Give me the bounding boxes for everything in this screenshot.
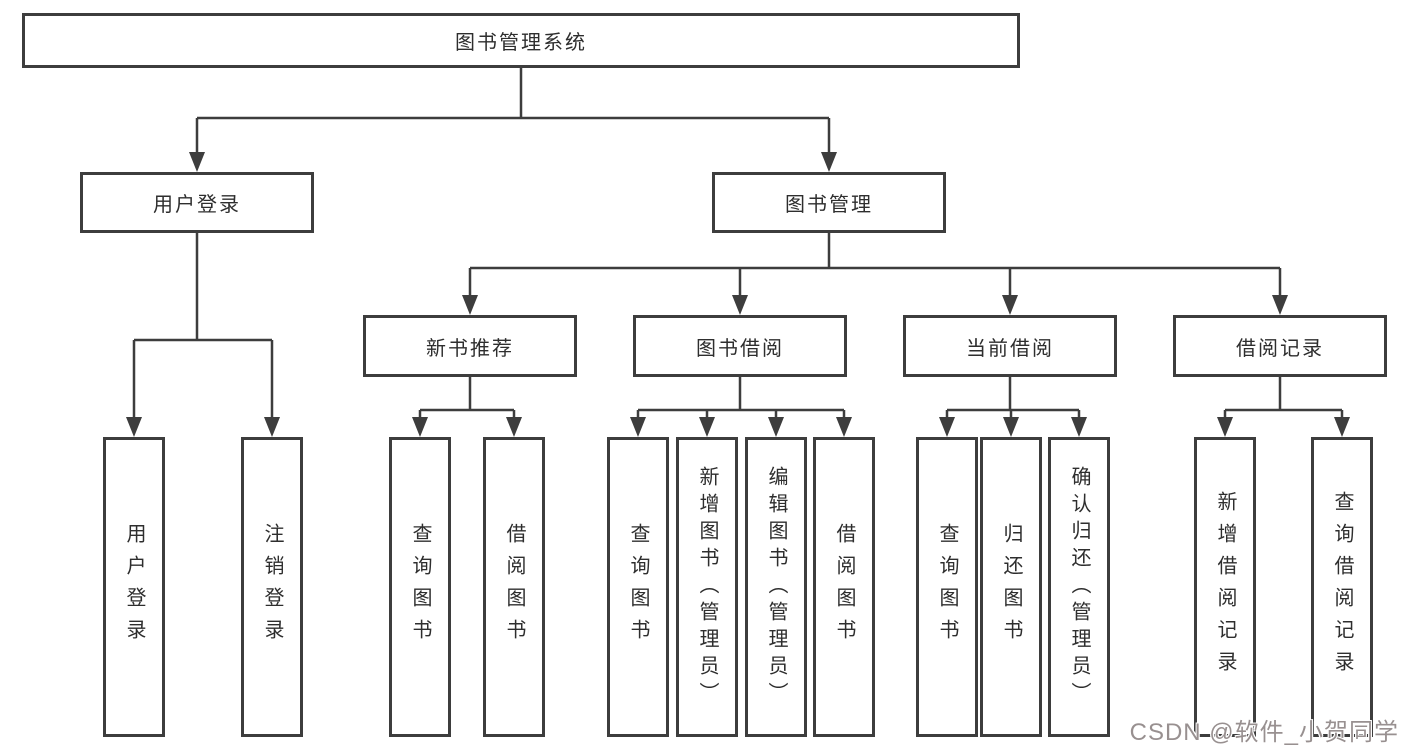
leaf-borrowing-query-books: 查询图书 bbox=[607, 437, 669, 737]
connector-user-login-children bbox=[132, 233, 274, 422]
node-user-login: 用户登录 bbox=[80, 172, 314, 233]
leaf-current-return-books: 归还图书 bbox=[980, 437, 1042, 737]
leaf-borrowing-edit-books-admin: 编辑图书（管理员） bbox=[745, 437, 807, 737]
connector-book-mgmt-children bbox=[468, 233, 1282, 300]
connector-new-book-rec-children bbox=[418, 377, 516, 422]
leaf-current-query-books: 查询图书 bbox=[916, 437, 978, 737]
csdn-watermark: CSDN @软件_小贺同学 bbox=[1129, 719, 1399, 746]
connector-book-borrow-children bbox=[636, 377, 846, 422]
leaf-user-login: 用户登录 bbox=[103, 437, 165, 737]
arrowheads bbox=[126, 152, 1350, 437]
leaf-records-add-borrow-record: 新增借阅记录 bbox=[1194, 437, 1256, 737]
connector-borrow-record-children bbox=[1223, 377, 1344, 422]
leaf-current-confirm-return-admin: 确认归还（管理员） bbox=[1048, 437, 1110, 737]
leaf-borrowing-borrow-books: 借阅图书 bbox=[813, 437, 875, 737]
node-book-management: 图书管理 bbox=[712, 172, 946, 233]
node-current-borrowing: 当前借阅 bbox=[903, 315, 1117, 377]
leaf-logout-login: 注销登录 bbox=[241, 437, 303, 737]
leaf-recommend-query-books: 查询图书 bbox=[389, 437, 451, 737]
connector-current-borrow-children bbox=[945, 377, 1081, 422]
node-root-library-system: 图书管理系统 bbox=[22, 13, 1020, 68]
leaf-borrowing-add-books-admin: 新增图书（管理员） bbox=[676, 437, 738, 737]
connector-root-to-level2 bbox=[195, 68, 831, 157]
leaf-recommend-borrow-books: 借阅图书 bbox=[483, 437, 545, 737]
node-new-book-recommend: 新书推荐 bbox=[363, 315, 577, 377]
node-borrow-records: 借阅记录 bbox=[1173, 315, 1387, 377]
node-book-borrowing: 图书借阅 bbox=[633, 315, 847, 377]
leaf-records-query-borrow-record: 查询借阅记录 bbox=[1311, 437, 1373, 737]
